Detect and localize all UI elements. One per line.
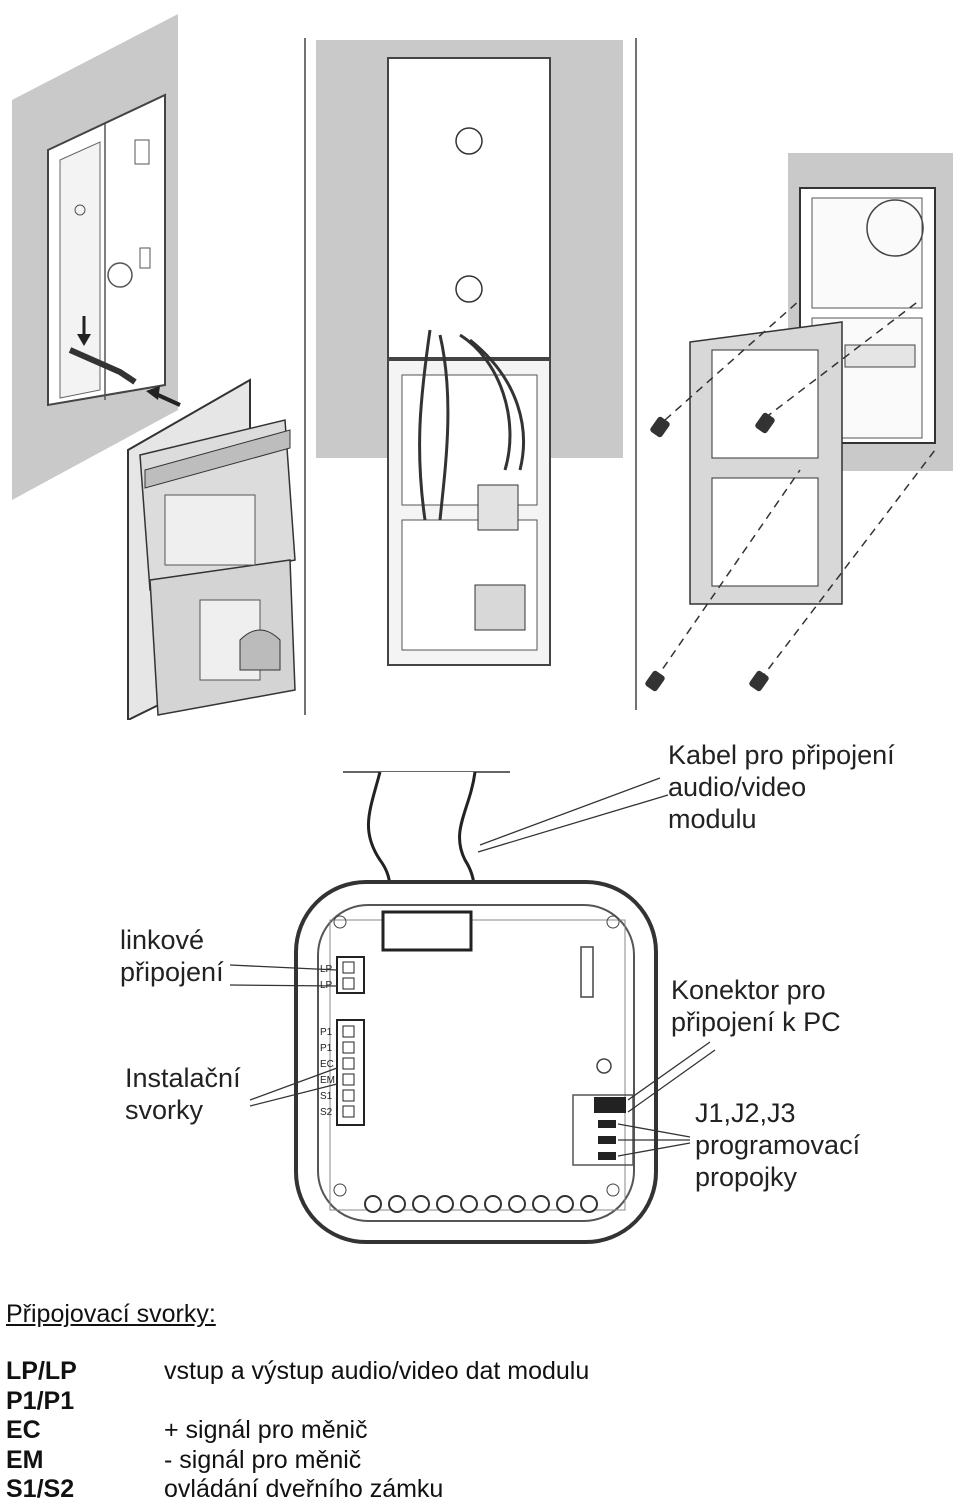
legend-row: LP/LP vstup a výstup audio/video dat modu… (6, 1357, 589, 1387)
legend-row: EM - signál pro měnič (6, 1446, 589, 1476)
installation-drawings (12, 14, 953, 720)
screw-icon (749, 670, 769, 692)
terminal-code: EC (6, 1416, 41, 1444)
terminal-code: EM (6, 1445, 44, 1474)
screw-icon (650, 416, 670, 438)
board-diagram: LP LP P1 P1 EC EM S1 S2 (229, 771, 716, 1244)
legend-row: P1/P1 (6, 1387, 589, 1417)
legend-row: S1/S2 ovládání dveřního zámku (6, 1475, 589, 1505)
terminal-desc: ovládání dveřního zámku (164, 1475, 444, 1503)
pin-label-p1: P1 (320, 1027, 333, 1038)
terminal-code: S1/S2 (6, 1475, 75, 1503)
pin-label-s1: S1 (320, 1091, 333, 1102)
wall-box-illustration (12, 14, 181, 500)
pc-connector (594, 1097, 626, 1113)
board-outline (294, 880, 658, 1244)
screw-icon (755, 412, 775, 434)
front-panel-illustration (316, 40, 623, 666)
legend-row: EC + signál pro měnič (6, 1416, 589, 1446)
pin-label-em: EM (320, 1075, 335, 1086)
terminal-legend: LP/LP vstup a výstup audio/video dat modu… (6, 1357, 589, 1505)
module-illustration (127, 378, 296, 720)
terminals-heading: Připojovací svorky: (6, 1300, 216, 1328)
pin-label-s2: S2 (320, 1107, 333, 1118)
cover-frame-illustration (645, 153, 953, 692)
terminal-desc: - signál pro měnič (164, 1445, 362, 1474)
terminal-desc: + signál pro měnič (164, 1416, 368, 1444)
screw-icon (645, 670, 665, 692)
terminal-desc: vstup a výstup audio/video dat modulu (164, 1357, 590, 1385)
pin-label-p1: P1 (320, 1043, 333, 1054)
terminal-code: LP/LP (6, 1357, 77, 1385)
terminal-code: P1/P1 (6, 1386, 75, 1415)
pin-label-ec: EC (320, 1059, 334, 1070)
